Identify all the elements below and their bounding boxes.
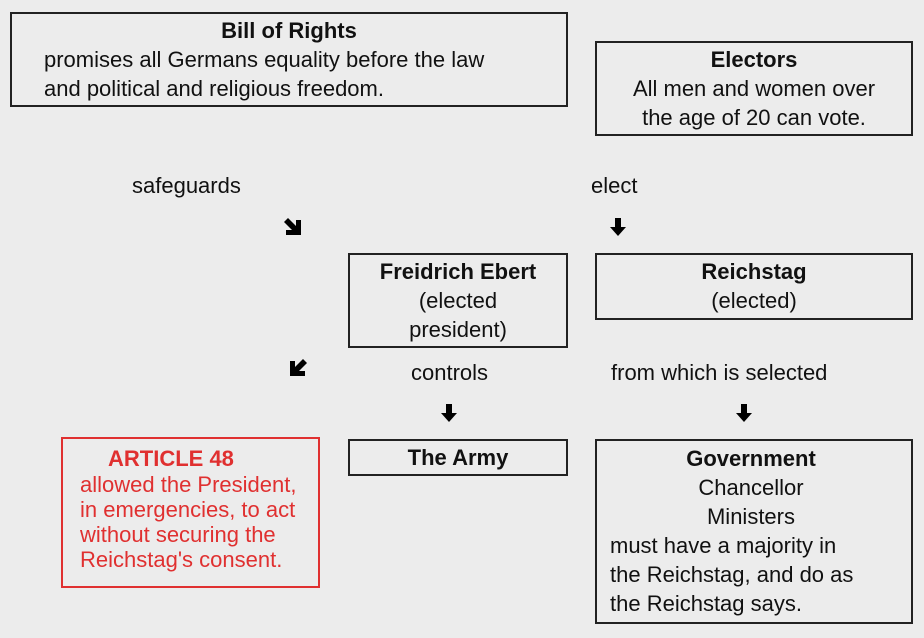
electors-box <box>595 41 913 136</box>
reichstag-box <box>595 253 913 320</box>
bill-of-rights-line1: promises all Germans equality before the… <box>44 47 485 72</box>
army-box <box>348 439 568 476</box>
article48-line2: in emergencies, to act <box>80 497 296 522</box>
arrow-down-icon <box>441 404 457 422</box>
article48-line4: Reichstag's consent. <box>80 547 283 572</box>
ebert-title: Freidrich Ebert <box>379 259 537 284</box>
reichstag-title: Reichstag <box>701 259 807 284</box>
government-line3: must have a majority in <box>610 533 837 558</box>
reichstag-line1: (elected) <box>711 288 797 313</box>
ebert-box <box>348 253 568 348</box>
article48-box <box>61 437 320 588</box>
label-safeguards: safeguards <box>132 173 241 198</box>
bill-of-rights-title: Bill of Rights <box>221 18 357 43</box>
government-line5: the Reichstag says. <box>610 591 802 616</box>
bill-of-rights-box <box>10 12 568 107</box>
ebert-line1: (elected <box>418 288 498 313</box>
government-box <box>595 439 913 624</box>
bill-of-rights-line2: and political and religious freedom. <box>44 76 384 101</box>
label-from-which-is-selected: from which is selected <box>611 360 828 385</box>
article48-title: ARTICLE 48 <box>108 446 234 471</box>
arrow-down-icon <box>736 404 752 422</box>
label-controls: controls <box>411 360 489 385</box>
arrow-down-right-icon <box>284 218 301 235</box>
electors-title: Electors <box>710 47 798 72</box>
government-line1: Chancellor <box>698 475 804 500</box>
army-title: The Army <box>407 445 509 470</box>
government-line4: the Reichstag, and do as <box>610 562 854 587</box>
label-elect: elect <box>591 173 638 198</box>
arrow-down-icon <box>610 218 626 236</box>
electors-line2: the age of 20 can vote. <box>642 105 866 130</box>
electors-line1: All men and women over <box>632 76 876 101</box>
government-line2: Ministers <box>706 504 795 529</box>
government-title: Government <box>686 446 816 471</box>
arrow-down-left-icon <box>290 359 307 376</box>
article48-line1: allowed the President, <box>80 472 297 497</box>
article48-line3: without securing the <box>80 522 276 547</box>
ebert-line2: president) <box>409 317 507 342</box>
